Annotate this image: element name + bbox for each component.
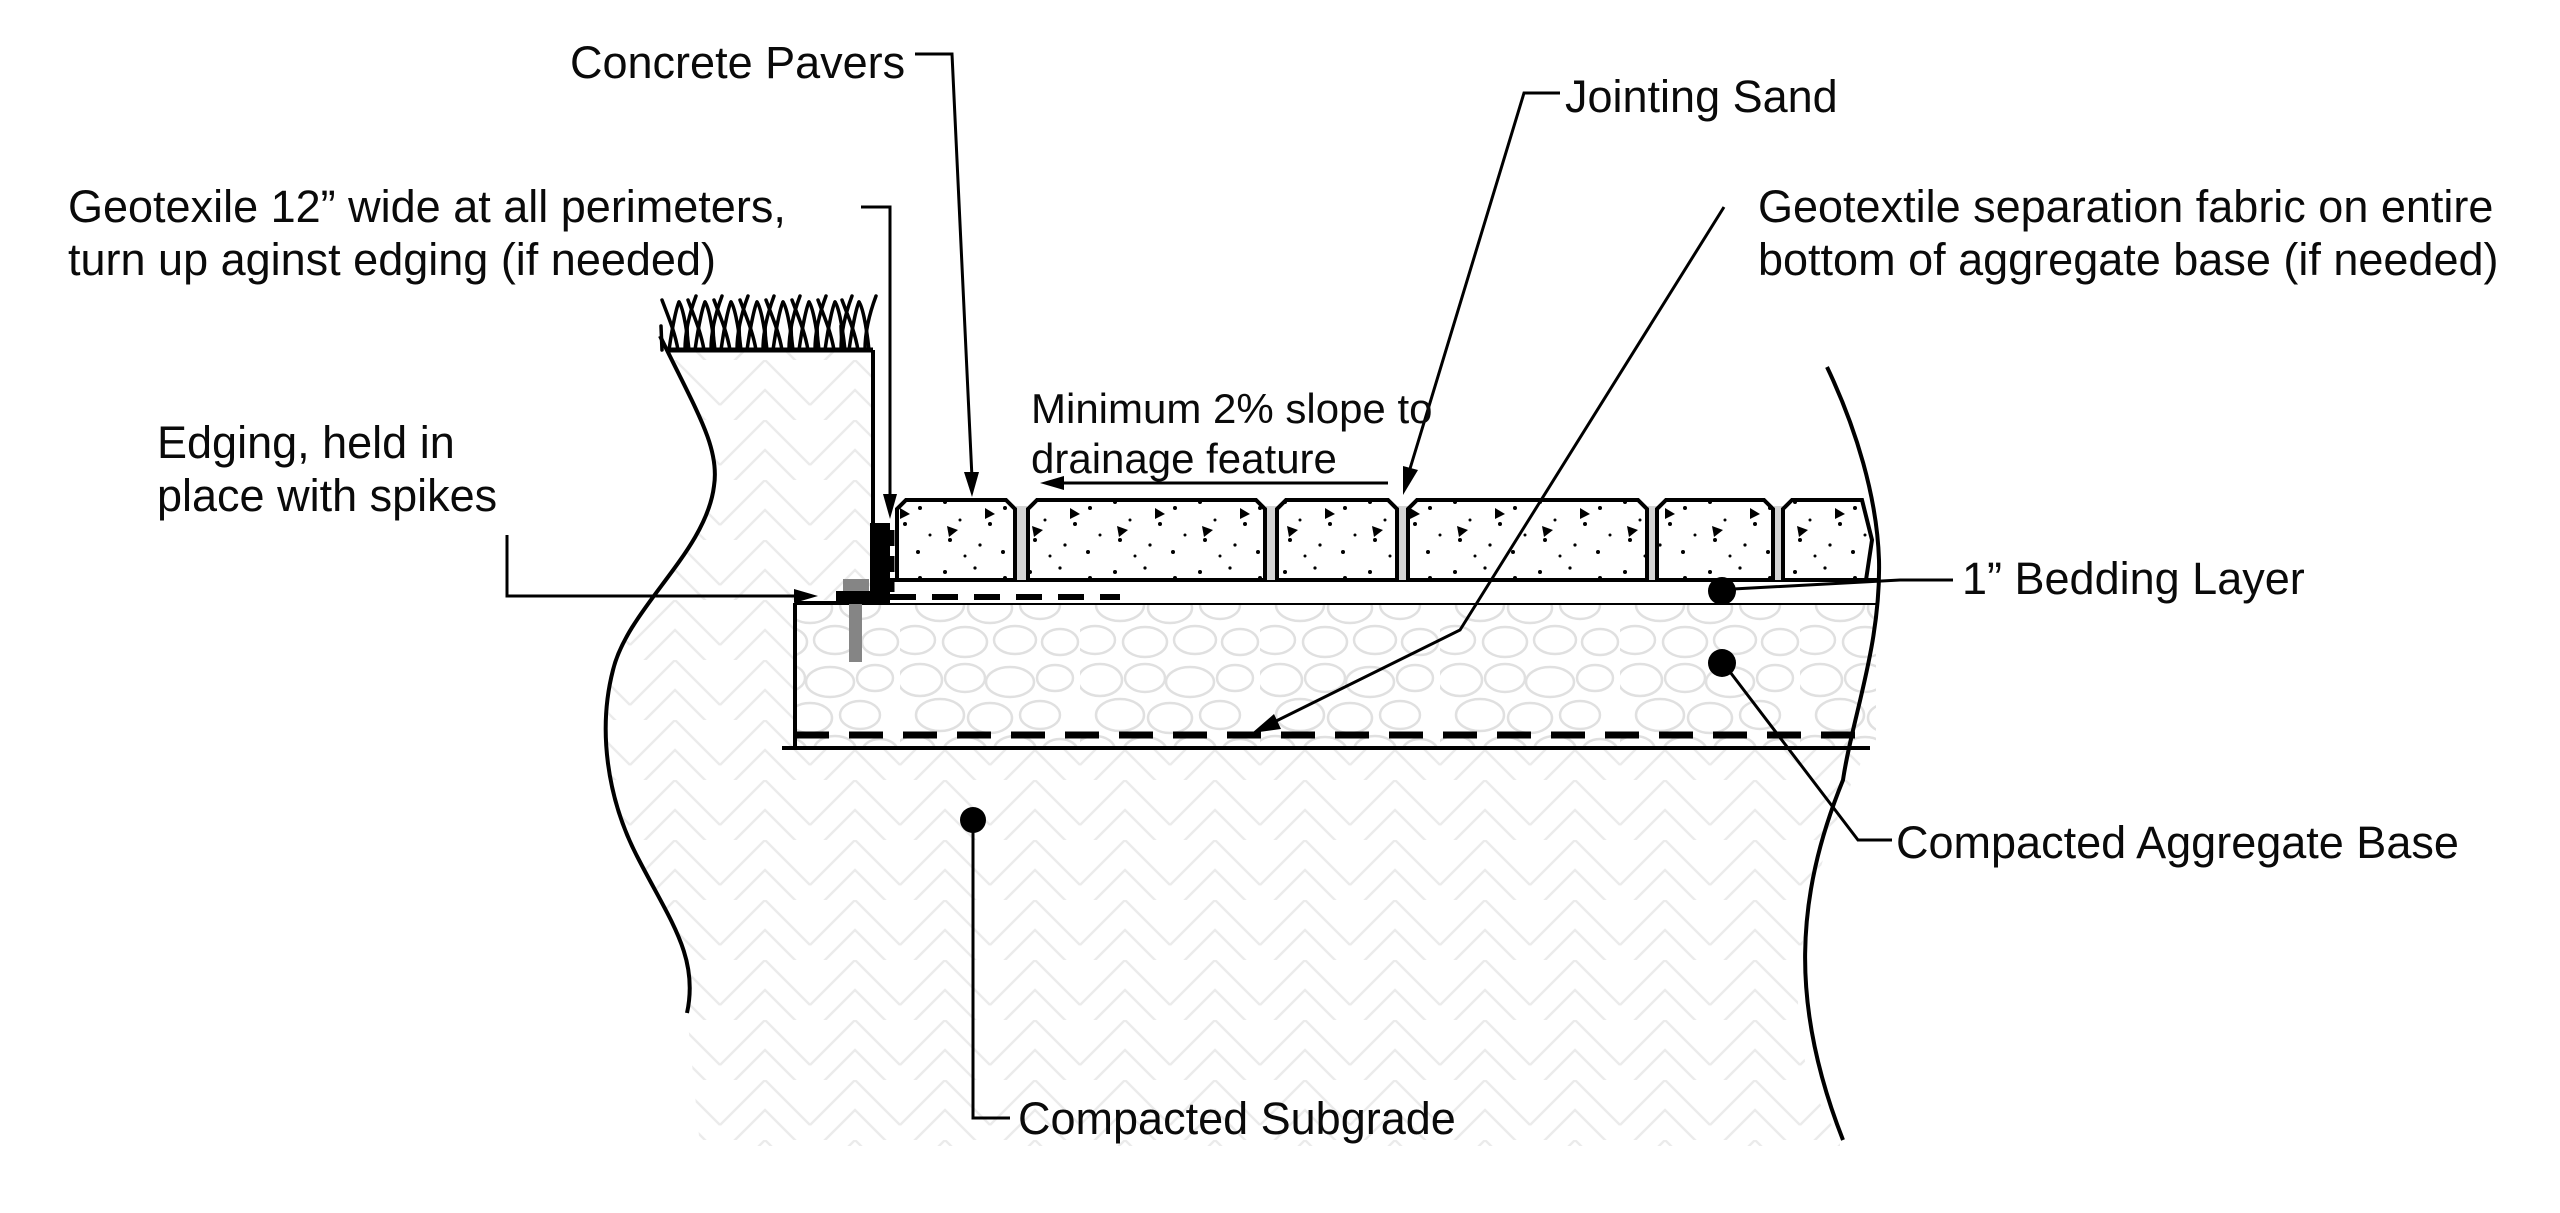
paver-row bbox=[895, 498, 1875, 582]
label-edging: Edging, held in place with spikes bbox=[157, 416, 497, 522]
label-text: bottom of aggregate base (if needed) bbox=[1758, 234, 2499, 285]
spike-cap bbox=[843, 579, 869, 593]
label-text: place with spikes bbox=[157, 470, 498, 521]
arrowheads bbox=[794, 466, 1418, 733]
jointing-sand-joints bbox=[1016, 506, 1783, 580]
leader-edging bbox=[505, 535, 798, 598]
dot-bedding-layer bbox=[1708, 577, 1736, 605]
label-text: drainage feature bbox=[1031, 435, 1337, 482]
leader-concrete-pavers bbox=[915, 52, 974, 479]
label-bedding-layer: 1” Bedding Layer bbox=[1962, 552, 2305, 605]
label-text: Compacted Subgrade bbox=[1018, 1093, 1456, 1144]
label-jointing-sand: Jointing Sand bbox=[1565, 70, 1838, 123]
joint bbox=[1774, 506, 1783, 580]
label-text: Geotextile separation fabric on entire bbox=[1758, 181, 2494, 232]
label-slope-note: Minimum 2% slope to drainage feature bbox=[1031, 384, 1432, 484]
left-break-line bbox=[603, 335, 717, 1014]
arrow-geotextile-perimeter bbox=[883, 494, 897, 519]
soil-subgrade-fill bbox=[605, 336, 1869, 1146]
arrow-geotextile-separation bbox=[1252, 714, 1281, 733]
label-text: Minimum 2% slope to bbox=[1031, 385, 1433, 432]
leader-bedding-layer bbox=[1732, 578, 1953, 591]
leader-geotextile-perimeter bbox=[861, 205, 892, 498]
label-geotextile-separation: Geotextile separation fabric on entire b… bbox=[1758, 180, 2499, 286]
leader-subgrade bbox=[971, 830, 1010, 1120]
arrow-concrete-pavers bbox=[964, 472, 979, 497]
label-text: turn up aginst edging (if needed) bbox=[68, 234, 716, 285]
edging bbox=[836, 523, 890, 604]
arrow-edging bbox=[794, 589, 818, 603]
label-text: Edging, held in bbox=[157, 417, 455, 468]
joint bbox=[1016, 506, 1027, 580]
lawn-soil-block bbox=[659, 294, 878, 524]
label-text: Concrete Pavers bbox=[570, 37, 906, 88]
label-text: Compacted Aggregate Base bbox=[1896, 817, 2459, 868]
leader-aggregate-base bbox=[1725, 667, 1892, 842]
joint bbox=[1398, 506, 1408, 580]
right-break-line bbox=[1803, 366, 1882, 1141]
label-text: Geotexile 12” wide at all perimeters, bbox=[68, 181, 786, 232]
arrow-slope bbox=[1040, 476, 1064, 490]
dot-subgrade bbox=[960, 807, 986, 833]
label-geotextile-perimeter: Geotexile 12” wide at all perimeters, tu… bbox=[68, 180, 786, 286]
label-text: 1” Bedding Layer bbox=[1962, 553, 2305, 604]
joint bbox=[1266, 506, 1277, 580]
leader-lines bbox=[505, 52, 1953, 1120]
label-concrete-pavers: Concrete Pavers bbox=[570, 36, 905, 89]
aggregate-base-layer bbox=[782, 601, 1878, 750]
spike bbox=[849, 592, 862, 662]
dot-aggregate-base bbox=[1708, 649, 1736, 677]
joint bbox=[1648, 506, 1657, 580]
label-subgrade: Compacted Subgrade bbox=[1018, 1092, 1456, 1145]
grass bbox=[659, 294, 878, 352]
leader-jointing-sand bbox=[1407, 91, 1560, 473]
callout-dots bbox=[960, 577, 1736, 833]
arrow-jointing-sand bbox=[1403, 466, 1418, 495]
label-aggregate-base: Compacted Aggregate Base bbox=[1896, 816, 2459, 869]
leader-geotextile-separation bbox=[1261, 206, 1726, 730]
label-text: Jointing Sand bbox=[1565, 71, 1838, 122]
